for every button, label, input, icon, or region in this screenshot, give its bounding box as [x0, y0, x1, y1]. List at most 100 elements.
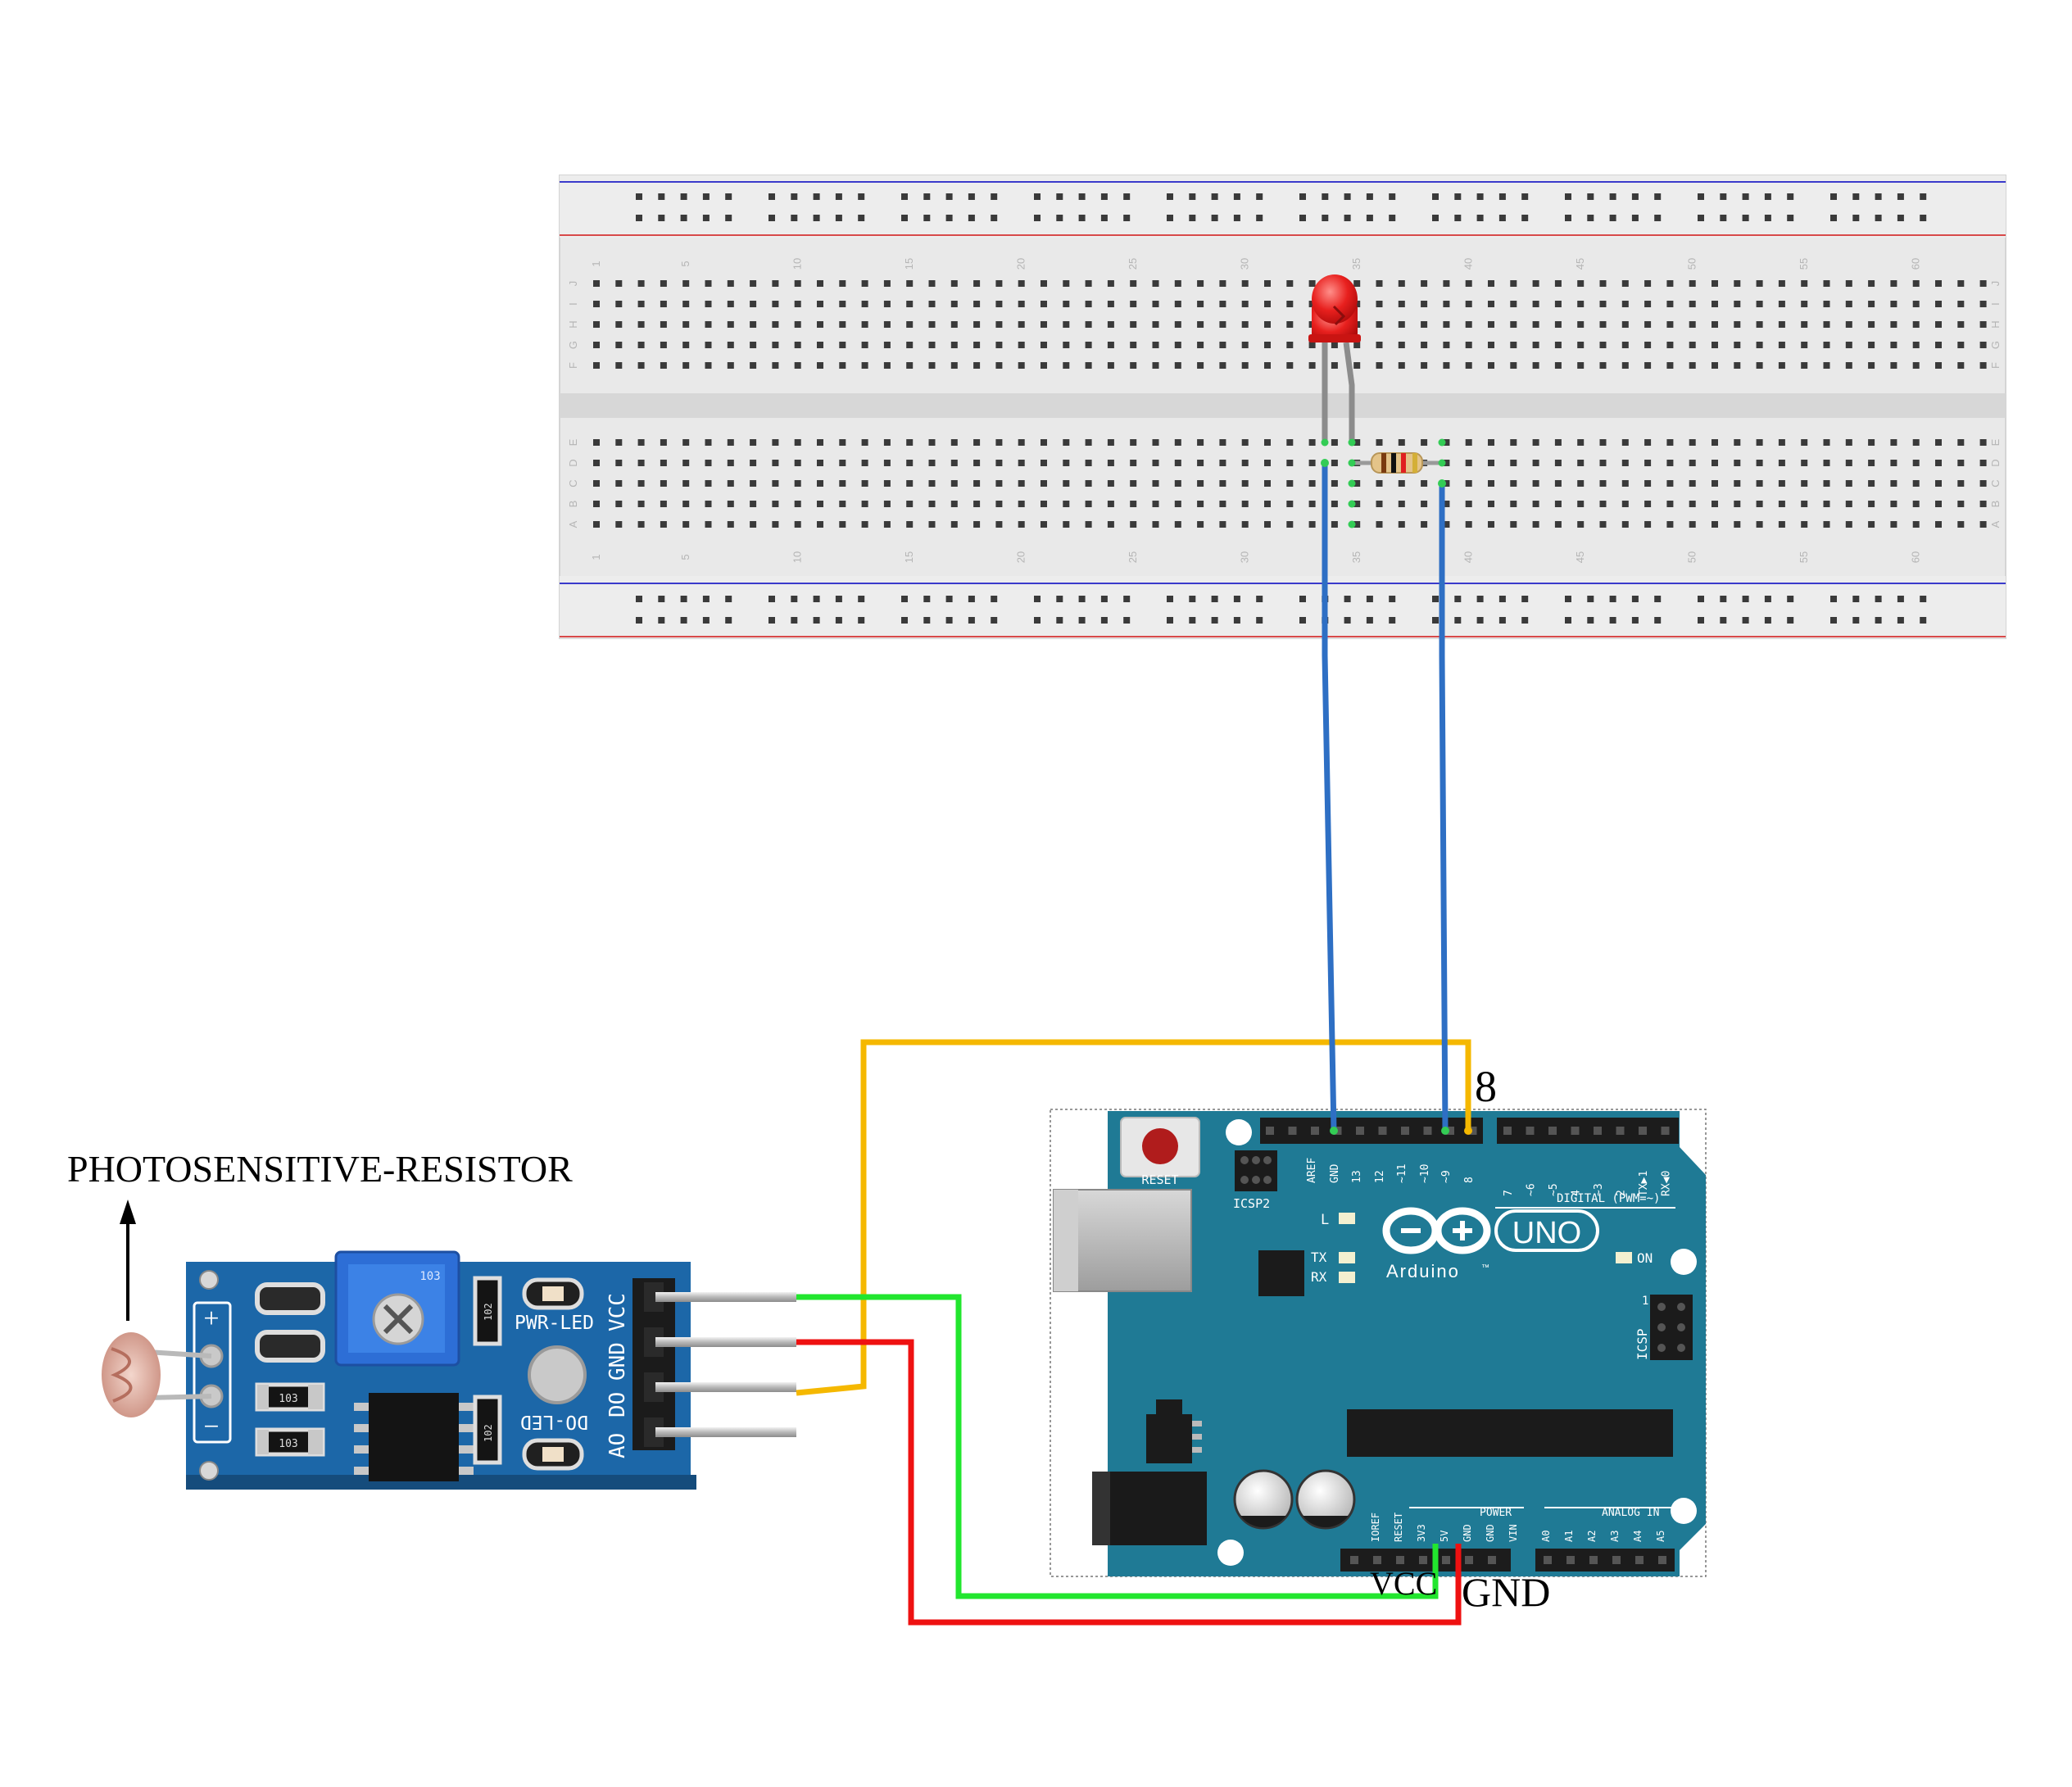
- wire-red-gnd-to-gnd: [796, 1339, 1462, 1626]
- breadboard-hole: [950, 501, 958, 507]
- breadboard-hole: [1465, 521, 1472, 528]
- breadboard-hole: [1443, 342, 1450, 348]
- breadboard-hole: [637, 480, 645, 487]
- rail-hole: [901, 215, 908, 221]
- sensor-pin: [655, 1337, 796, 1347]
- breadboard-hole: [1890, 342, 1897, 348]
- breadboard-hole: [928, 280, 936, 287]
- breadboard-hole: [1510, 460, 1517, 466]
- icsp2-header: [1235, 1150, 1277, 1191]
- breadboard-hole: [839, 439, 846, 446]
- breadboard-hole: [1331, 460, 1338, 466]
- mount-hole: [1226, 1119, 1252, 1145]
- breadboard-hole: [817, 342, 823, 348]
- breadboard-hole: [1554, 321, 1562, 328]
- breadboard-hole: [1778, 521, 1785, 528]
- rail-hole: [835, 215, 842, 221]
- sensor-pin-label: AO: [605, 1433, 630, 1458]
- breadboard-hole: [1085, 521, 1092, 528]
- rail-hole: [1521, 193, 1529, 200]
- breadboard-hole: [1845, 501, 1852, 507]
- breadboard-hole: [883, 501, 891, 507]
- rail-hole: [1920, 617, 1927, 624]
- breadboard-hole: [1801, 460, 1808, 466]
- pwr-led: [522, 1277, 584, 1310]
- breadboard-hole: [1510, 342, 1517, 348]
- active-holes: [1321, 438, 1446, 528]
- rail-hole: [968, 215, 975, 221]
- breadboard-hole: [1868, 460, 1875, 466]
- breadboard-hole: [727, 342, 734, 348]
- row-letter: E: [1989, 438, 2002, 446]
- rail-hole: [858, 617, 865, 624]
- rail-hole: [968, 193, 975, 200]
- do-led: [522, 1438, 584, 1471]
- rail-hole: [636, 596, 642, 602]
- breadboard-hole: [1577, 521, 1585, 528]
- tx-led: [1339, 1252, 1355, 1263]
- rail-hole: [1587, 596, 1594, 602]
- digital-pin-label: 12: [1374, 1170, 1386, 1183]
- reset-button-cap[interactable]: [1142, 1128, 1178, 1164]
- potentiometer[interactable]: 103: [334, 1250, 460, 1367]
- rail-hole: [1189, 215, 1196, 221]
- breadboard-hole: [1756, 480, 1763, 487]
- breadboard-hole: [1621, 362, 1629, 369]
- breadboard-hole: [1465, 280, 1472, 287]
- breadboard-hole: [1666, 439, 1674, 446]
- rail-hole: [1100, 596, 1108, 602]
- digital-socket: [1266, 1127, 1274, 1135]
- breadboard-hole: [1465, 460, 1472, 466]
- breadboard-hole: [1801, 301, 1808, 307]
- breadboard-hole: [1868, 280, 1875, 287]
- rail-hole: [1787, 193, 1794, 200]
- breadboard-hole: [1421, 362, 1428, 369]
- reset-label: RESET: [1141, 1172, 1178, 1187]
- breadboard-hole: [772, 460, 779, 466]
- rail-hole: [1233, 596, 1240, 602]
- analog-pin-label: A2: [1586, 1531, 1598, 1542]
- breadboard-hole: [1308, 342, 1316, 348]
- rail-hole: [1056, 215, 1063, 221]
- rail-hole: [1787, 596, 1794, 602]
- breadboard-hole: [1823, 342, 1830, 348]
- breadboard-hole: [928, 301, 936, 307]
- rail-hole: [1587, 215, 1594, 221]
- rail-hole: [1587, 193, 1594, 200]
- breadboard-hole: [593, 460, 600, 466]
- breadboard-hole: [1689, 501, 1696, 507]
- breadboard-hole: [1488, 439, 1494, 446]
- rail-hole: [768, 193, 775, 200]
- digital-pin-label: ~5: [1548, 1183, 1560, 1196]
- breadboard-hole: [1152, 280, 1159, 287]
- breadboard-hole: [928, 342, 936, 348]
- breadboard-hole: [1465, 501, 1472, 507]
- breadboard-hole: [1957, 362, 1965, 369]
- breadboard-hole: [1264, 439, 1271, 446]
- breadboard-hole: [1085, 460, 1092, 466]
- rail-hole: [901, 617, 908, 624]
- breadboard-hole: [1085, 480, 1092, 487]
- rail-hole: [945, 617, 953, 624]
- breadboard-hole: [1599, 460, 1607, 466]
- column-number: 60: [1910, 258, 1922, 270]
- breadboard-hole: [615, 439, 623, 446]
- breadboard-hole: [1756, 321, 1763, 328]
- sensor-pin-label: DO: [605, 1392, 630, 1417]
- rail-hole: [1078, 596, 1086, 602]
- breadboard-hole: [1599, 321, 1607, 328]
- breadboard-hole: [705, 301, 712, 307]
- breadboard-hole: [682, 280, 690, 287]
- rail-hole: [1034, 596, 1041, 602]
- breadboard-hole: [1801, 501, 1808, 507]
- breadboard-hole: [928, 501, 936, 507]
- breadboard-hole: [1488, 501, 1494, 507]
- row-letter: G: [567, 341, 579, 349]
- breadboard-hole: [1712, 301, 1718, 307]
- breadboard-hole: [861, 501, 868, 507]
- rail-hole: [813, 193, 820, 200]
- breadboard-hole: [1689, 460, 1696, 466]
- digital-pin-label: 7: [1503, 1190, 1515, 1196]
- breadboard-hole: [883, 321, 891, 328]
- breadboard-hole: [1734, 521, 1741, 528]
